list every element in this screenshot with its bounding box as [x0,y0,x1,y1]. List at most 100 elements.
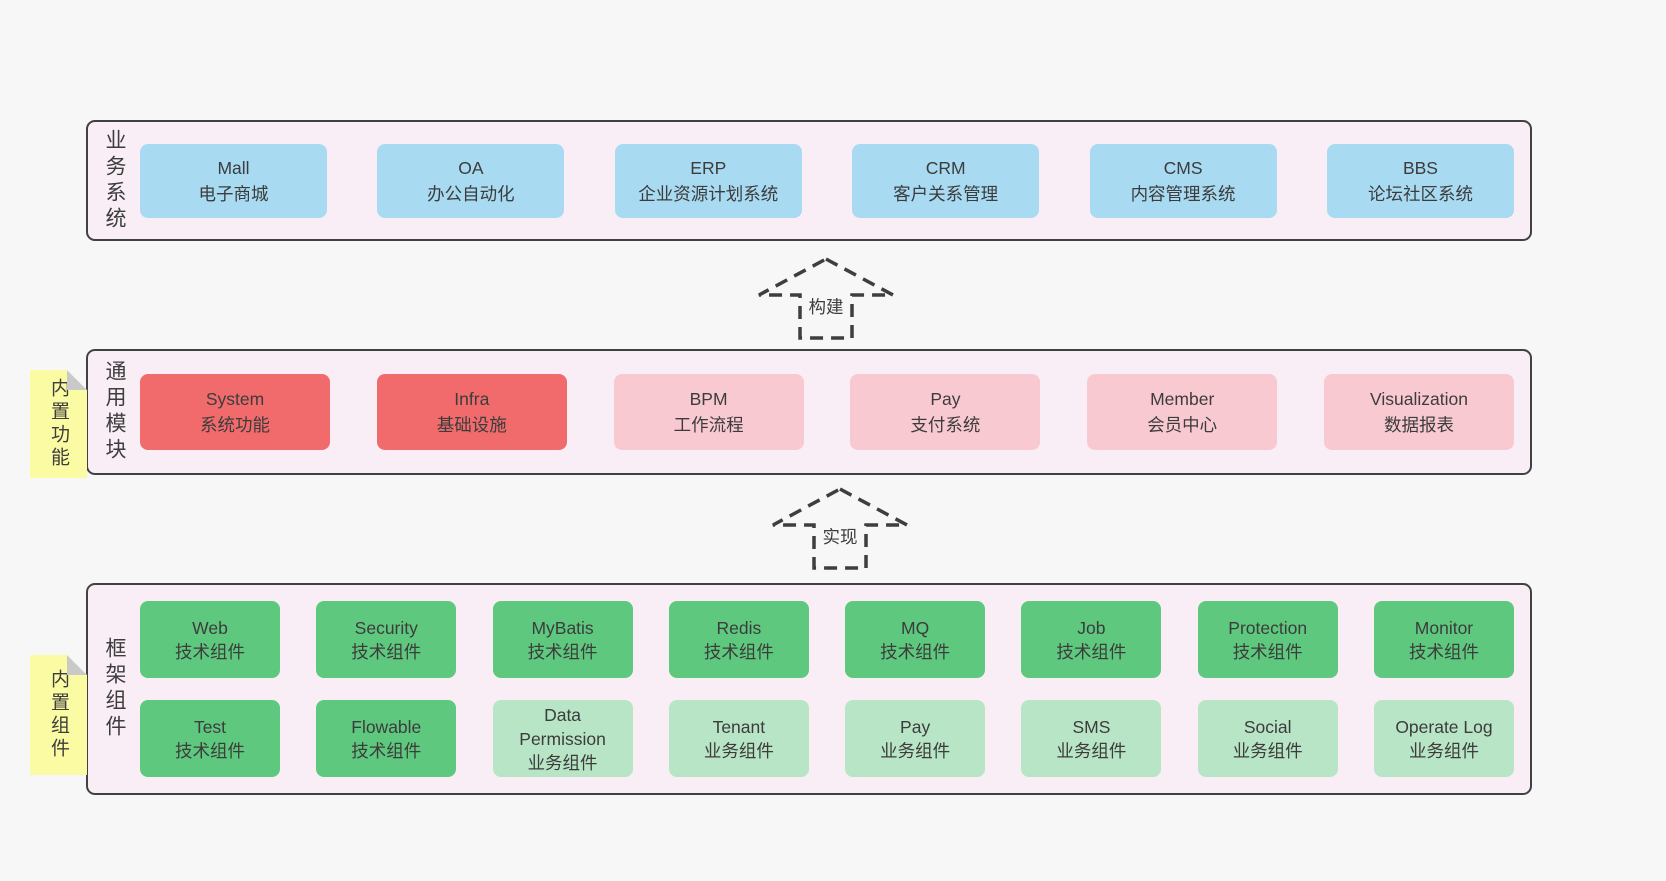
box-desc: 技术组件 [175,740,245,761]
box-name: BPM [689,389,728,409]
box-data-permission: Data Permission 业务组件 [492,700,633,777]
box-desc: 技术组件 [351,740,422,761]
box-name: Visualization [1370,389,1468,409]
box-mall: Mall 电子商城 [140,143,327,218]
box-desc: 业务组件 [527,752,598,773]
section-label-business-systems: 业务系统 [103,128,126,233]
box-pay: Pay 支付系统 [850,374,1041,450]
box-name: Pay [900,716,931,737]
section-label-framework-components: 框架组件 [103,637,126,741]
components-row-1: Web 技术组件 Security 技术组件 MyBatis 技术组件 Redi… [140,601,1514,678]
box-desc: 技术组件 [175,641,245,662]
box-name: ERP [690,157,727,178]
box-desc: 论坛社区系统 [1367,183,1473,204]
box-name: System [205,389,265,409]
box-desc: 电子商城 [198,183,269,204]
box-name: MyBatis [531,617,594,638]
box-name: Flowable [351,716,422,737]
box-security: Security 技术组件 [316,601,457,678]
box-name: Web [192,617,228,638]
box-desc: 技术组件 [703,641,774,662]
box-name: Monitor [1414,617,1474,638]
box-name: Tenant [712,716,766,737]
box-name: Test [193,716,227,737]
box-pay-business: Pay 业务组件 [845,700,986,777]
box-name: Social [1243,716,1292,737]
box-name: Security [354,617,418,638]
box-mybatis: MyBatis 技术组件 [492,601,633,678]
box-desc: 技术组件 [880,641,951,662]
box-member: Member 会员中心 [1087,374,1278,450]
box-desc: 内容管理系统 [1130,183,1236,204]
modules-boxes-row: System 系统功能 Infra 基础设施 BPM 工作流程 Pay 支付系统… [140,351,1514,473]
sticky-label: 内置组件 [48,669,69,761]
box-visualization: Visualization 数据报表 [1323,374,1514,450]
box-monitor: Monitor 技术组件 [1373,601,1514,678]
box-test: Test 技术组件 [140,700,280,777]
components-row-2: Test 技术组件 Flowable 技术组件 Data Permission … [140,700,1514,777]
box-desc: 技术组件 [1408,641,1479,662]
box-bbs: BBS 论坛社区系统 [1326,143,1514,218]
box-name: Pay [930,389,961,409]
section-common-modules: 通用模块 System 系统功能 Infra 基础设施 BPM 工作流程 Pay… [86,349,1532,475]
box-name: SMS [1072,716,1111,737]
sticky-note-built-in-components: 内置组件 [30,655,87,775]
box-social: Social 业务组件 [1197,700,1338,777]
box-crm: CRM 客户关系管理 [852,143,1040,218]
section-business-systems: 业务系统 Mall 电子商城 OA 办公自动化 ERP 企业资源计划系统 CRM… [86,120,1532,241]
folded-corner-icon [67,370,87,390]
box-redis: Redis 技术组件 [668,601,809,678]
box-desc: 支付系统 [910,415,981,435]
box-desc: 基础设施 [436,415,507,435]
box-desc: 业务组件 [1056,740,1127,761]
box-desc: 系统功能 [200,415,270,435]
box-desc: 技术组件 [527,641,598,662]
box-name: Operate Log [1395,716,1493,737]
box-name: Job [1077,617,1106,638]
section-framework-components: 框架组件 Web 技术组件 Security 技术组件 MyBatis 技术组件… [86,583,1532,795]
sticky-label: 内置功能 [48,378,69,470]
box-desc: 数据报表 [1383,415,1454,435]
box-job: Job 技术组件 [1021,601,1162,678]
section-label-common-modules: 通用模块 [103,360,126,464]
box-name: OA [458,157,484,178]
box-desc: 业务组件 [703,740,774,761]
sticky-note-built-in-features: 内置功能 [30,370,87,478]
box-name: CRM [925,157,966,178]
box-name: Redis [716,617,762,638]
box-name: Member [1150,389,1215,409]
folded-corner-icon [67,655,87,675]
box-bpm: BPM 工作流程 [613,374,804,450]
box-name: Protection [1228,617,1308,638]
box-desc: 技术组件 [351,641,422,662]
box-desc: 企业资源计划系统 [638,183,779,204]
box-desc: 技术组件 [1056,641,1127,662]
box-cms: CMS 内容管理系统 [1089,143,1277,218]
box-desc: 客户关系管理 [893,183,999,204]
box-name: CMS [1163,157,1203,178]
box-name: MQ [901,617,930,638]
box-desc: 会员中心 [1147,415,1218,435]
arrow-implement: 实现 [770,486,910,571]
arrow-build: 构建 [756,256,896,341]
box-name: Data Permission [519,704,606,749]
box-desc: 业务组件 [1408,740,1479,761]
components-boxes-grid: Web 技术组件 Security 技术组件 MyBatis 技术组件 Redi… [140,585,1514,793]
box-operate-log: Operate Log 业务组件 [1373,700,1514,777]
box-infra: Infra 基础设施 [376,374,567,450]
box-erp: ERP 企业资源计划系统 [614,143,802,218]
box-name: BBS [1402,157,1438,178]
box-protection: Protection 技术组件 [1197,601,1338,678]
box-desc: 技术组件 [1232,641,1303,662]
box-desc: 业务组件 [880,740,951,761]
box-sms: SMS 业务组件 [1021,700,1162,777]
business-boxes-row: Mall 电子商城 OA 办公自动化 ERP 企业资源计划系统 CRM 客户关系… [140,122,1514,239]
box-name: Mall [217,157,250,178]
box-tenant: Tenant 业务组件 [668,700,809,777]
box-name: Infra [454,389,490,409]
box-desc: 办公自动化 [427,183,515,204]
arrow-implement-label: 实现 [819,524,861,549]
box-desc: 业务组件 [1232,740,1303,761]
box-mq: MQ 技术组件 [845,601,986,678]
